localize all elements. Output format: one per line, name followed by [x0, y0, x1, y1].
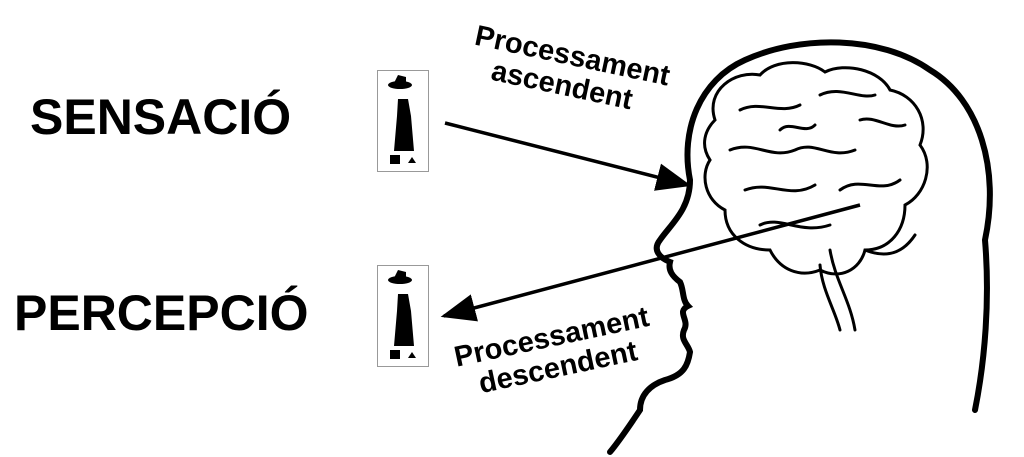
brain-icon — [703, 61, 929, 332]
dress-icon — [388, 270, 416, 359]
bottom-up-arrow — [444, 121, 692, 191]
perception-label: PERCEPCIÓ — [14, 285, 309, 341]
dress-image-sensation — [377, 70, 429, 172]
dress-icon — [388, 75, 416, 164]
sensation-label: SENSACIÓ — [30, 89, 292, 145]
top-down-arrow — [440, 203, 861, 322]
dress-image-perception — [377, 265, 429, 367]
head-outline — [607, 39, 993, 455]
